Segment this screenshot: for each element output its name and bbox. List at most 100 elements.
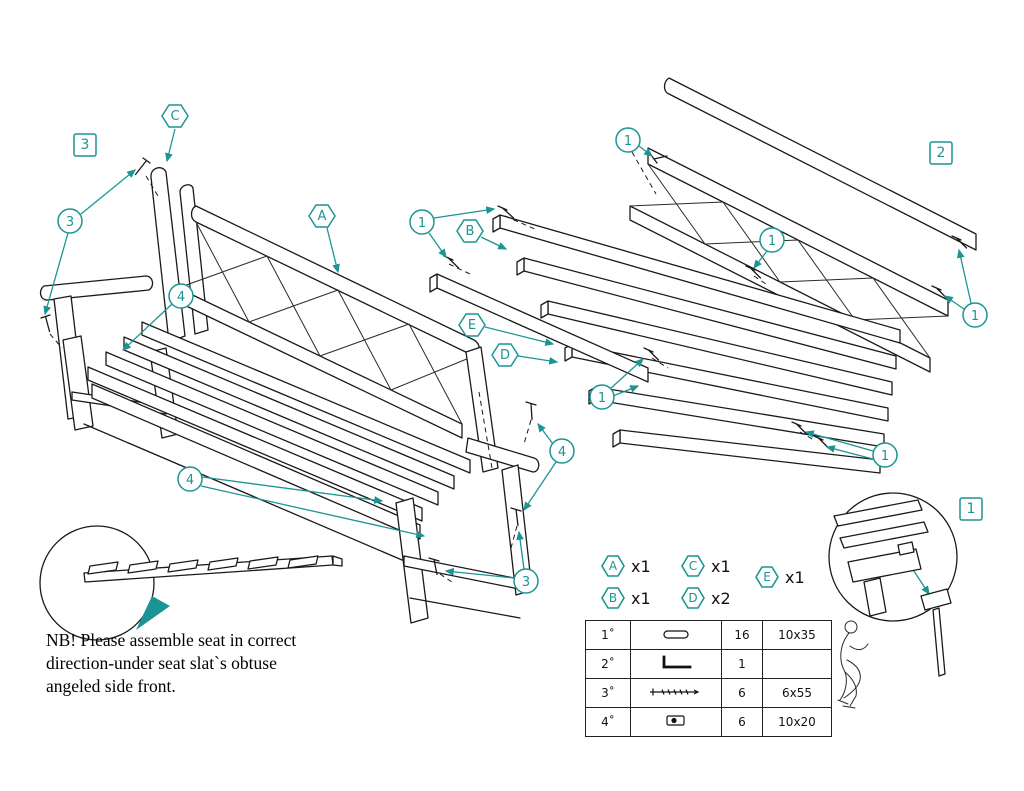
legend-qty: x1 bbox=[711, 556, 731, 576]
legend-item: E x1 bbox=[754, 565, 805, 589]
assembly-note: NB! Please assemble seat in correct dire… bbox=[46, 629, 386, 698]
legend-part-letter: A bbox=[609, 559, 618, 573]
hardware-qty: 6 bbox=[721, 707, 763, 737]
hardware-size: 10x20 bbox=[762, 707, 832, 737]
hardware-id: 4˚ bbox=[585, 707, 631, 737]
fastener-number: 1 bbox=[971, 309, 979, 324]
fastener-callout bbox=[409, 209, 435, 235]
detail-circle bbox=[828, 492, 958, 622]
hex-part-label bbox=[308, 204, 336, 228]
legend-item: A x1 bbox=[600, 554, 651, 578]
hex-part-label bbox=[458, 313, 486, 337]
hex-part-label: A bbox=[601, 555, 625, 577]
detail-corner-block bbox=[897, 541, 915, 556]
slat-cross-section bbox=[287, 555, 319, 569]
screw-icon bbox=[745, 265, 762, 279]
fastener-number: 4 bbox=[186, 473, 194, 488]
hardware-id: 2˚ bbox=[585, 649, 631, 679]
dowel-plug-icon bbox=[663, 629, 689, 639]
hex-part-letter: E bbox=[468, 318, 476, 333]
hardware-id: 1˚ bbox=[585, 620, 631, 650]
hardware-qty: 1 bbox=[721, 649, 763, 679]
fastener-callout bbox=[759, 227, 785, 253]
legend-item: C x1 bbox=[680, 554, 731, 578]
legend-item: B x1 bbox=[600, 586, 651, 610]
hex-part-label: B bbox=[601, 587, 625, 609]
screw-icon bbox=[510, 507, 522, 527]
corner-assembly-detail-view bbox=[828, 492, 958, 677]
legend-item: D x2 bbox=[680, 586, 731, 610]
hardware-size bbox=[762, 649, 832, 679]
screw-guide-lines bbox=[49, 175, 532, 583]
hardware-icon-cell bbox=[630, 678, 722, 708]
hex-part-letter: B bbox=[466, 224, 475, 239]
callout-leader-lines bbox=[43, 128, 972, 596]
back-post-right bbox=[465, 346, 499, 473]
hardware-row: 4˚ 6 10x20 bbox=[585, 707, 832, 737]
allen-key-icon bbox=[662, 655, 692, 669]
legend-qty: x1 bbox=[631, 588, 651, 608]
fastener-number: 1 bbox=[768, 234, 776, 249]
seat-slat-end bbox=[516, 257, 525, 276]
fastener-number: 4 bbox=[177, 290, 185, 305]
screw-icon bbox=[951, 235, 968, 249]
step-number: 3 bbox=[81, 137, 90, 153]
hardware-row: 1˚ 16 10x35 bbox=[585, 620, 832, 650]
screw-icon bbox=[643, 347, 660, 361]
note-line: angeled side front. bbox=[46, 676, 176, 696]
seat-slat-end bbox=[540, 300, 549, 319]
fastener-number: 1 bbox=[624, 134, 632, 149]
hardware-icon-cell bbox=[630, 620, 722, 650]
step-number: 1 bbox=[967, 501, 976, 517]
hardware-row: 2˚ 1 bbox=[585, 649, 832, 679]
slat-cross-section bbox=[247, 556, 279, 570]
hex-part-label bbox=[456, 219, 484, 243]
callout-badges: 3 2 1 C A B E D 3 4 4 4 3 1 1 1 1 bbox=[57, 104, 988, 594]
detail-circle bbox=[39, 525, 155, 641]
slat-cross-section bbox=[167, 559, 199, 573]
hex-part-letter: A bbox=[318, 209, 327, 224]
fastener-number: 3 bbox=[522, 575, 530, 590]
fastener-callout bbox=[57, 208, 83, 234]
assembled-bench-view bbox=[39, 157, 540, 624]
hex-part-label: E bbox=[755, 566, 779, 588]
seat-slat-detail-view bbox=[39, 525, 343, 641]
screw-icon bbox=[497, 205, 515, 219]
hardware-row: 3˚ 6 6x55 bbox=[585, 678, 832, 708]
back-lattice bbox=[629, 163, 949, 359]
legend-part-letter: C bbox=[689, 559, 697, 573]
legend-part-letter: B bbox=[609, 591, 617, 605]
slat-cross-section bbox=[87, 561, 119, 575]
fastener-callout bbox=[615, 127, 641, 153]
fastener-callout bbox=[513, 568, 539, 594]
seat-slat bbox=[87, 366, 423, 522]
fastener-number: 1 bbox=[598, 391, 606, 406]
long-screw-icon bbox=[650, 688, 700, 695]
stretcher-right-lower bbox=[409, 597, 521, 619]
barrel-nut-icon bbox=[666, 715, 685, 726]
detail-rail bbox=[847, 548, 922, 583]
step-number-box bbox=[959, 497, 983, 521]
under-seat-rail bbox=[83, 423, 403, 561]
back-top-rail-part bbox=[663, 77, 977, 251]
detail-slat bbox=[833, 499, 923, 527]
fastener-callout bbox=[168, 283, 194, 309]
armrest-left bbox=[39, 275, 154, 301]
fastener-callout bbox=[872, 442, 898, 468]
screw-icon bbox=[40, 314, 51, 333]
parts-legend: A x1 C x1 E x1 B x1 D x2 bbox=[592, 552, 812, 616]
hex-part-letter: C bbox=[170, 109, 179, 124]
mallet-icon bbox=[920, 588, 952, 611]
seat-slat bbox=[141, 321, 471, 474]
assembly-person-figure bbox=[837, 620, 869, 709]
legend-part-letter: D bbox=[688, 591, 697, 605]
hardware-icon-cell bbox=[630, 649, 722, 679]
note-pointer-arrow bbox=[136, 596, 170, 630]
note-line: direction-under seat slat`s obtuse bbox=[46, 653, 277, 673]
fastener-number: 1 bbox=[881, 449, 889, 464]
note-line: NB! Please assemble seat in correct bbox=[46, 630, 297, 650]
hardware-qty: 16 bbox=[721, 620, 763, 650]
hex-part-label: C bbox=[681, 555, 705, 577]
seat-apron bbox=[91, 383, 421, 540]
